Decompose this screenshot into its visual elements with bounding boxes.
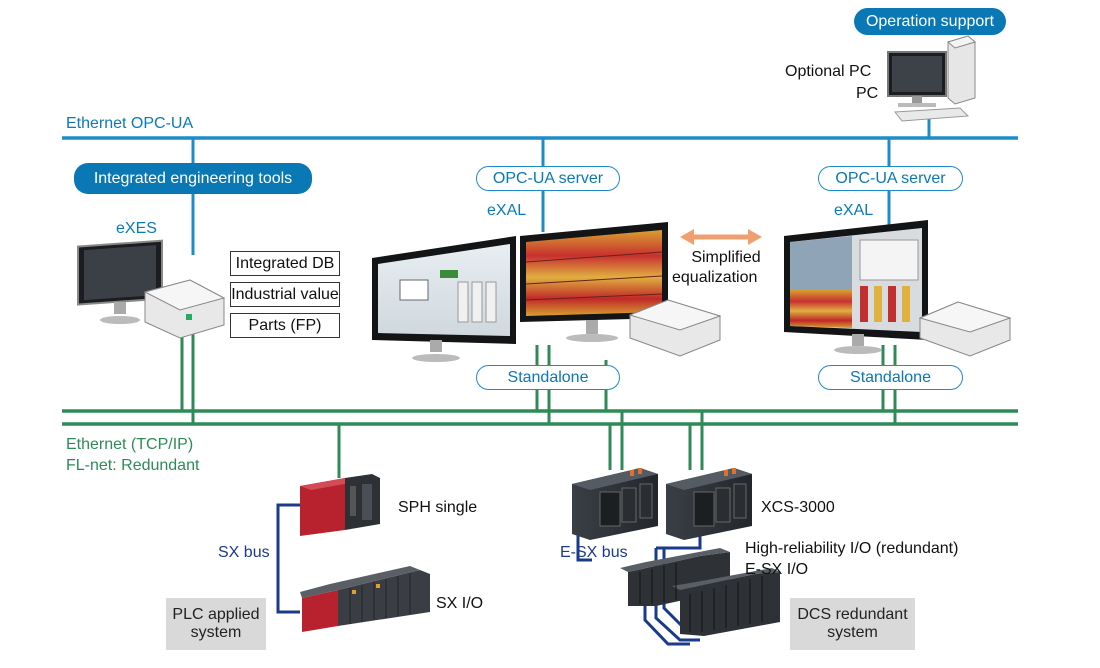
plc-applied-system-box: PLC applied system (166, 598, 266, 650)
sx-io-label: SX I/O (436, 595, 484, 612)
ethernet-tcpip-label: Ethernet (TCP/IP) (66, 436, 194, 453)
equalization-label: equalization (672, 269, 758, 286)
opcua-server-badge-center: OPC-UA server (476, 166, 620, 191)
pc-label: PC (856, 85, 879, 102)
sx-io-rack-icon (300, 566, 430, 632)
dcs-redundant-line2: system (827, 624, 878, 641)
esx-bus-label: E-SX bus (560, 544, 628, 561)
operation-support-badge: Operation support (854, 8, 1006, 35)
exal-label-center: eXAL (487, 202, 527, 219)
integrated-db-box: Integrated DB (230, 251, 340, 276)
plc-applied-line2: system (190, 624, 242, 641)
esx-io-label: E-SX I/O (745, 561, 809, 578)
exal-workstation-right-icon (784, 220, 1012, 357)
sx-bus-label: SX bus (218, 544, 270, 561)
standalone-badge-right: Standalone (818, 365, 963, 390)
flnet-label: FL-net: Redundant (66, 457, 200, 474)
equalization-arrow (680, 229, 762, 245)
ethernet-opcua-label: Ethernet OPC-UA (66, 115, 194, 132)
opcua-server-badge-right: OPC-UA server (818, 166, 963, 191)
sx-bus-line (276, 503, 300, 614)
xcs-3000-label: XCS-3000 (761, 499, 835, 516)
plc-applied-line1: PLC applied (172, 605, 260, 623)
optional-pc-icon (887, 35, 977, 122)
exes-workstation-icon (77, 239, 226, 339)
parts-fp-box: Parts (FP) (230, 313, 340, 338)
esx-io-rack-icon (620, 548, 780, 636)
sph-single-plc-icon (300, 474, 380, 536)
dcs-redundant-system-box: DCS redundant system (790, 598, 915, 650)
standalone-badge-center: Standalone (476, 365, 620, 390)
dcs-redundant-line1: DCS redundant (797, 605, 908, 623)
high-reliability-io-label: High-reliability I/O (redundant) (745, 540, 959, 557)
integrated-engineering-tools-badge: Integrated engineering tools (74, 163, 312, 194)
optional-pc-label: Optional PC (785, 63, 872, 80)
exal-label-right: eXAL (834, 202, 874, 219)
exal-workstation-center-icon (372, 222, 722, 362)
sph-single-label: SPH single (398, 499, 478, 516)
industrial-value-box: Industrial value (230, 282, 340, 307)
xcs-3000-controller-icon (572, 468, 752, 540)
exes-label: eXES (116, 220, 157, 237)
simplified-label: Simplified (691, 249, 761, 266)
